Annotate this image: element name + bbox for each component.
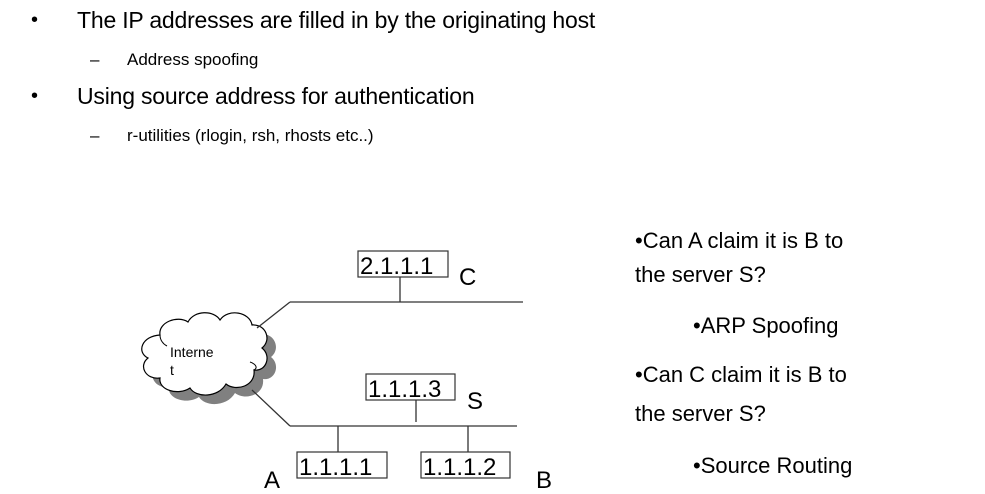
question-a-line1: •Can A claim it is B to [635,228,844,253]
host-a-label: A [264,467,280,494]
link-cloud-to-top-net [256,301,291,329]
host-s-label: S [467,388,483,415]
host-b-box [420,451,511,479]
host-b-ip: 1.1.1.2 [423,454,496,481]
host-s-box [365,373,456,401]
question-c-line1: •Can C claim it is B to [635,362,847,387]
bullet-marker: • [31,85,39,107]
cloud-label-wrap: t [170,362,174,378]
question-c-line2: the server S? [635,401,766,426]
bullet-source-auth: Using source address for authentication [77,83,475,109]
sub-bullet-r-utilities: r-utilities (rlogin, rsh, rhosts etc..) [127,126,374,145]
host-c-label: C [459,264,476,291]
cloud-label: Interne [170,344,214,360]
host-a-box [296,451,388,479]
link-cloud-to-bottom-net [251,389,291,427]
host-b-label: B [536,467,552,494]
question-a-line2: the server S? [635,262,766,287]
host-a-ip: 1.1.1.1 [299,454,372,481]
answer-arp-spoofing: •ARP Spoofing [693,313,839,338]
sub-bullet-address-spoofing: Address spoofing [127,50,259,69]
host-c-ip: 2.1.1.1 [360,253,433,280]
internet-cloud: Interne t [141,312,268,396]
host-s-ip: 1.1.1.3 [368,376,441,403]
dash-marker: – [90,126,100,145]
dash-marker: – [90,50,100,69]
host-c-box [357,250,449,278]
answer-source-routing: •Source Routing [693,453,853,478]
bullet-marker: • [31,9,39,31]
bullet-ip-filled: The IP addresses are filled in by the or… [77,7,596,33]
